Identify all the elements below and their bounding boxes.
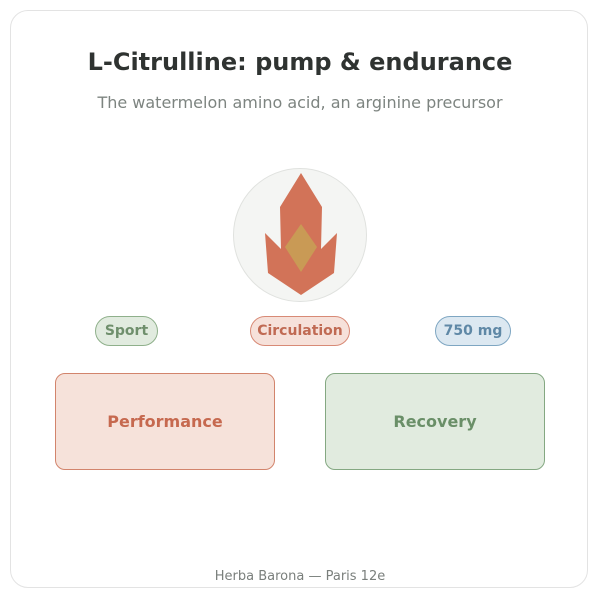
footer-text: Herba Barona — Paris 12e bbox=[214, 569, 386, 584]
flame-emblem bbox=[233, 168, 367, 302]
flame-icon bbox=[265, 173, 337, 295]
page-subtitle: The watermelon amino acid, an arginine p… bbox=[97, 93, 503, 112]
benefit-recovery: Recovery bbox=[325, 373, 545, 470]
benefit-performance: Performance bbox=[55, 373, 275, 470]
benefit-recovery-label: Recovery bbox=[393, 412, 477, 431]
tag-sport: Sport bbox=[95, 316, 158, 346]
flame-core bbox=[285, 224, 317, 272]
tag-circulation: Circulation bbox=[250, 316, 350, 346]
benefit-performance-label: Performance bbox=[107, 412, 223, 431]
page-title: L-Citrulline: pump & endurance bbox=[87, 48, 513, 76]
tag-dose: 750 mg bbox=[435, 316, 511, 346]
